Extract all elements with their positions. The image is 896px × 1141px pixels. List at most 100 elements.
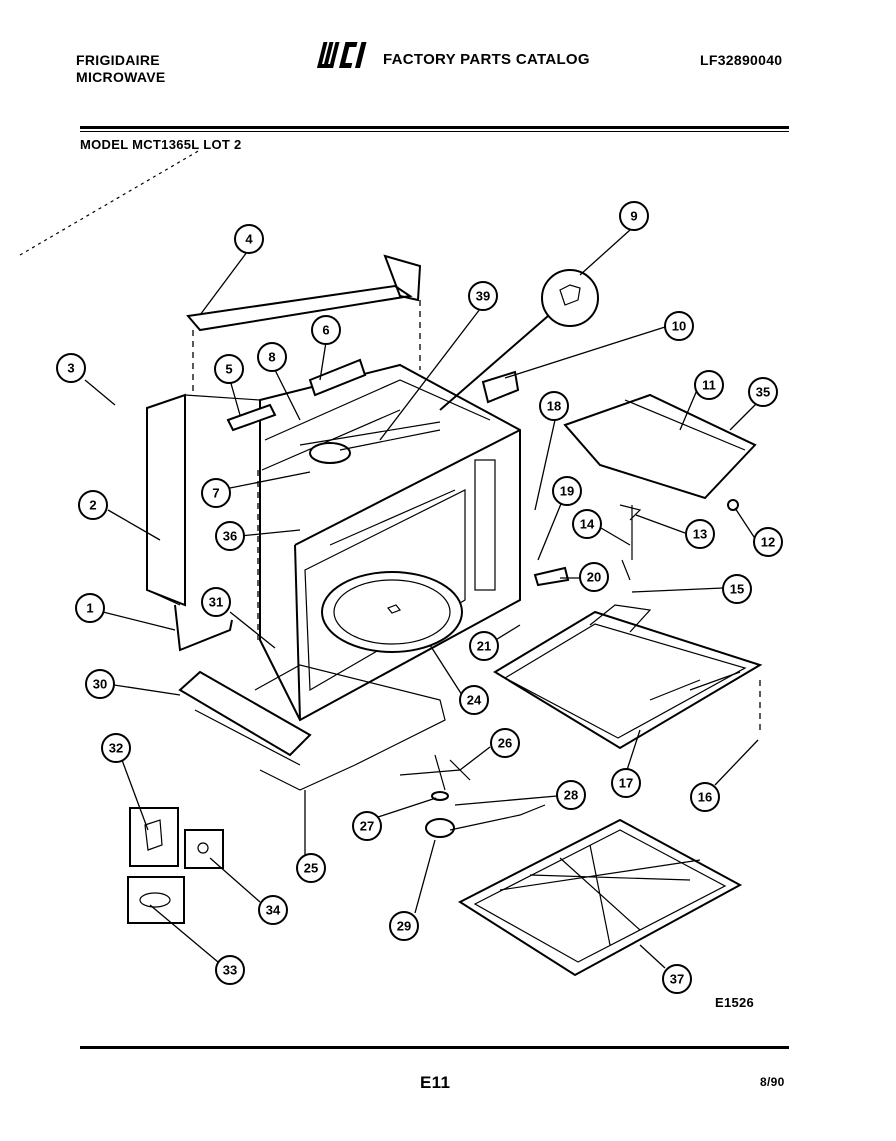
footer-rule <box>80 1046 789 1049</box>
callout-label: 10 <box>672 319 686 334</box>
catalog-title: FACTORY PARTS CATALOG <box>383 51 590 68</box>
callout-label: 35 <box>756 385 770 400</box>
part-bottom-rail-lip <box>194 709 301 766</box>
callout-34: 34 <box>258 895 288 925</box>
callout-label: 7 <box>212 486 219 501</box>
part-34 <box>184 829 224 869</box>
part-base-pan <box>254 664 446 791</box>
callout-8: 8 <box>257 342 287 372</box>
part-oven-cavity <box>259 363 521 722</box>
callout-31: 31 <box>201 587 231 617</box>
callout-28: 28 <box>556 780 586 810</box>
callout-13: 13 <box>685 519 715 549</box>
callout-27: 27 <box>352 811 382 841</box>
callout-label: 39 <box>476 289 490 304</box>
callout-label: 12 <box>761 535 775 550</box>
part-bottom-rail <box>178 670 312 757</box>
callout-label: 11 <box>702 378 716 393</box>
callout-11: 11 <box>694 370 724 400</box>
part-base-plate <box>493 604 763 750</box>
wci-logo <box>317 42 367 68</box>
part-bracket-left <box>226 403 277 432</box>
callout-16: 16 <box>690 782 720 812</box>
header-rule <box>80 126 789 129</box>
part-stirrer <box>299 421 441 464</box>
callout-label: 32 <box>109 741 123 756</box>
callout-4: 4 <box>234 224 264 254</box>
scan-artifact-line <box>19 149 201 256</box>
callout-label: 2 <box>89 498 96 513</box>
header-rule-thin <box>80 131 789 132</box>
part-hinge <box>533 566 570 587</box>
callout-label: 5 <box>225 362 232 377</box>
part-control-panel <box>563 393 757 500</box>
callout-33: 33 <box>215 955 245 985</box>
catalog-number: LF32890040 <box>700 52 783 68</box>
callout-10: 10 <box>664 311 694 341</box>
callout-label: 8 <box>268 350 275 365</box>
product-type: MICROWAVE <box>76 69 166 85</box>
model-line: MODEL MCT1365L LOT 2 <box>80 137 242 152</box>
callout-19: 19 <box>552 476 582 506</box>
callout-label: 9 <box>630 209 637 224</box>
brand-block: FRIGIDAIRE MICROWAVE <box>76 52 166 86</box>
callout-15: 15 <box>722 574 752 604</box>
callout-label: 29 <box>397 919 411 934</box>
leader-lines <box>84 229 761 969</box>
page-number: E11 <box>420 1073 451 1092</box>
part-glass-tray <box>457 818 743 977</box>
callout-39: 39 <box>468 281 498 311</box>
callout-1: 1 <box>75 593 105 623</box>
part-33 <box>127 876 185 924</box>
callout-label: 15 <box>730 582 744 597</box>
callout-20: 20 <box>579 562 609 592</box>
callout-label: 4 <box>245 232 253 247</box>
callout-36: 36 <box>215 521 245 551</box>
callout-label: 37 <box>670 972 684 987</box>
callout-label: 16 <box>698 790 712 805</box>
catalog-date: 8/90 <box>760 1075 785 1089</box>
callout-25: 25 <box>296 853 326 883</box>
callout-label: 26 <box>498 736 512 751</box>
callout-label: 19 <box>560 484 574 499</box>
callout-label: 31 <box>209 595 223 610</box>
callout-26: 26 <box>490 728 520 758</box>
part-latch <box>619 504 642 581</box>
callout-label: 6 <box>322 323 329 338</box>
callout-label: 14 <box>580 517 595 532</box>
callout-17: 17 <box>611 768 641 798</box>
callout-label: 25 <box>304 861 318 876</box>
callout-label: 34 <box>266 903 281 918</box>
callout-21: 21 <box>469 631 499 661</box>
callout-37: 37 <box>662 964 692 994</box>
part-32 <box>129 807 179 867</box>
callout-3: 3 <box>56 353 86 383</box>
callout-7: 7 <box>201 478 231 508</box>
callout-label: 21 <box>477 639 491 654</box>
callout-29: 29 <box>389 911 419 941</box>
brand-name: FRIGIDAIRE <box>76 52 160 68</box>
callout-24: 24 <box>459 685 489 715</box>
part-fuse-detail <box>439 269 599 411</box>
part-screw-12 <box>727 499 739 511</box>
callout-label: 1 <box>86 601 93 616</box>
part-turntable-motor <box>399 754 546 838</box>
callout-label: 20 <box>587 570 601 585</box>
callout-label: 3 <box>67 361 74 376</box>
part-bracket-right <box>308 358 367 397</box>
part-turntable-tray <box>321 571 463 653</box>
callout-35: 35 <box>748 377 778 407</box>
callout-12: 12 <box>753 527 783 557</box>
callout-18: 18 <box>539 391 569 421</box>
part-bottom-panel <box>174 604 233 652</box>
callout-label: 17 <box>619 776 633 791</box>
callout-label: 30 <box>93 677 107 692</box>
callout-14: 14 <box>572 509 602 539</box>
callout-label: 33 <box>223 963 237 978</box>
callout-9: 9 <box>619 201 649 231</box>
callout-label: 13 <box>693 527 707 542</box>
part-door-switch <box>481 370 520 404</box>
callout-6: 6 <box>311 315 341 345</box>
callout-2: 2 <box>78 490 108 520</box>
